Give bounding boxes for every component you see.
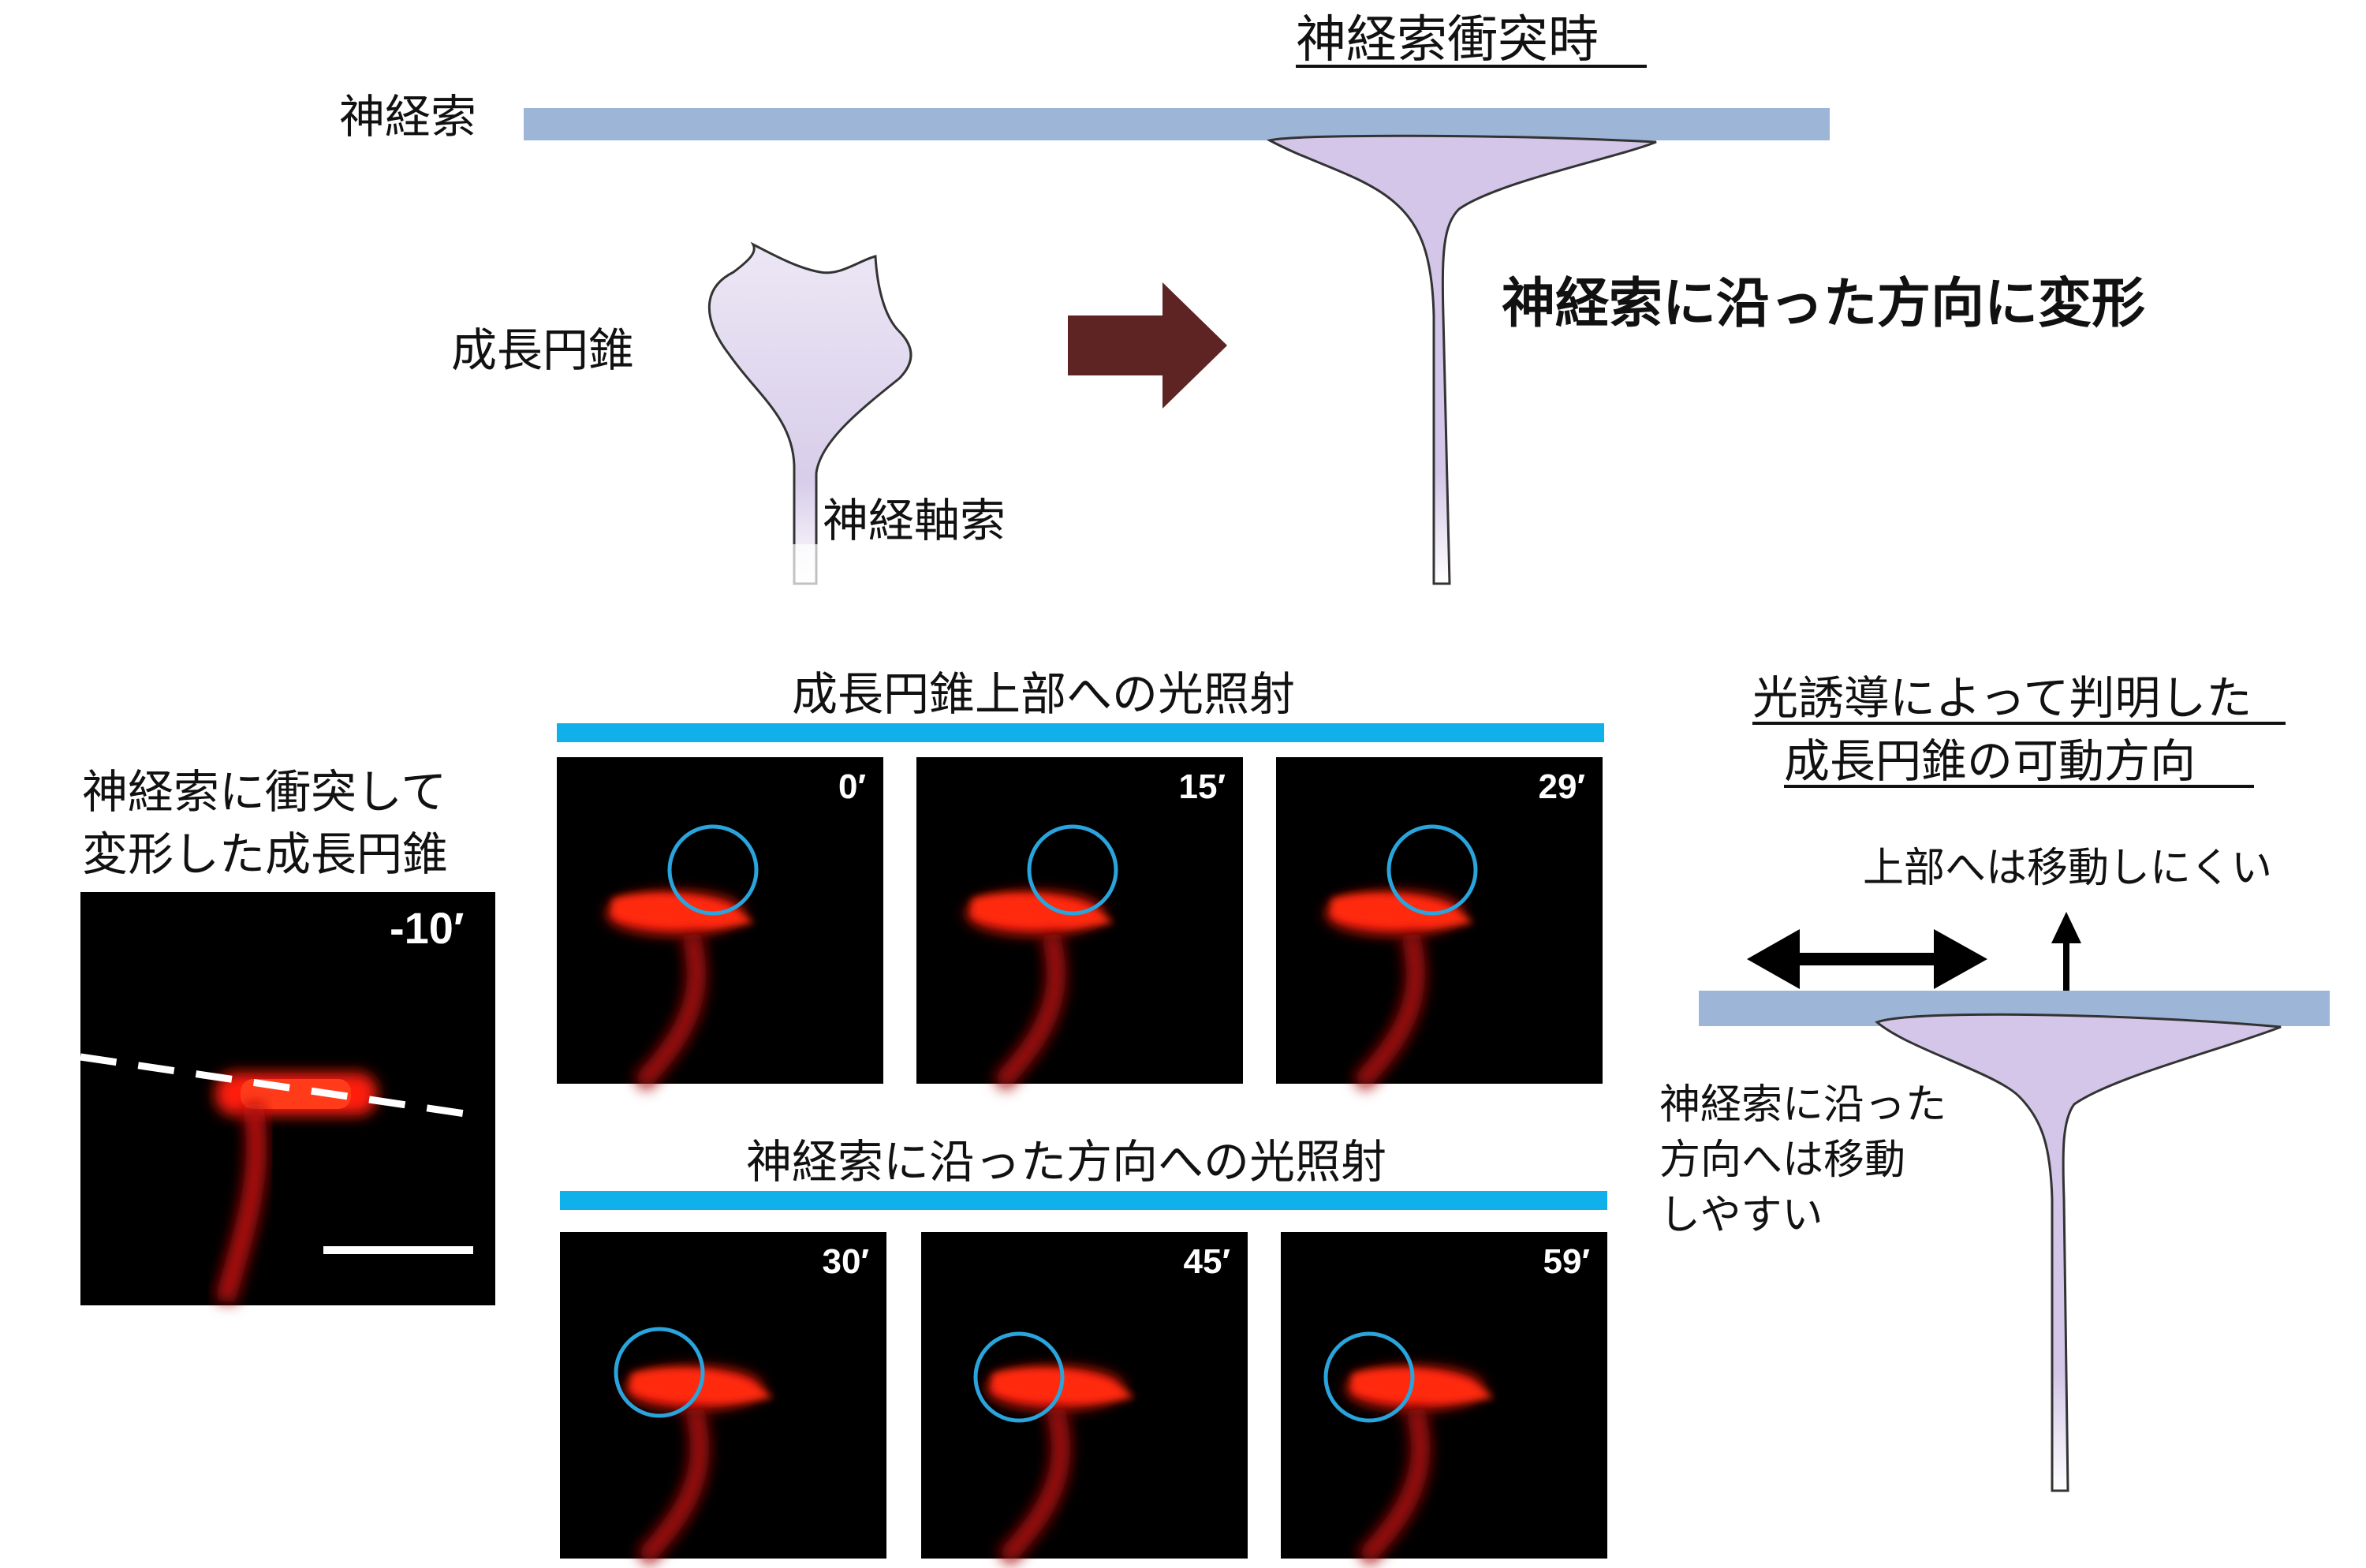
left-microscope-image: -10′ [80, 892, 495, 1305]
nerve-cord-label: 神経索 [339, 90, 476, 144]
growth-cone-label: 成長円錐 [451, 323, 634, 377]
upper-time-label: 0′ [838, 767, 866, 806]
up-arrow-icon [2051, 912, 2081, 992]
label-easy-along-line3: しやすい [1659, 1192, 1823, 1239]
deform-label: 神経索に沿った方向に変形 [1502, 273, 2145, 335]
axon-fade [792, 544, 819, 592]
label-easy-along-line1: 神経索に沿った [1659, 1081, 1946, 1129]
lower-panel-3: 59′ [1281, 1232, 1607, 1566]
right-title-line2: 成長円錐の可動方向 [1784, 734, 2196, 788]
lower-time-label: 45′ [1184, 1242, 1231, 1281]
upper-panel-1: 0′ [557, 757, 883, 1092]
label-easy-along-line2: 方向へは移動 [1659, 1137, 1905, 1184]
upper-panel-2: 15′ [916, 757, 1243, 1092]
lower-panel-2: 45′ [921, 1232, 1248, 1566]
lower-time-label: 59′ [1543, 1242, 1591, 1281]
upper-time-label: 15′ [1179, 767, 1226, 806]
upper-time-label: 29′ [1539, 767, 1586, 806]
lower-time-label: 30′ [823, 1242, 870, 1281]
growth-cone-shape [707, 241, 912, 585]
deformed-growth-cone [1266, 134, 1657, 585]
upper-cyan-bar [557, 723, 1604, 742]
lower-irradiation-title: 神経索に沿った方向への光照射 [746, 1135, 1386, 1189]
left-caption-line1: 神経索に衝突して [82, 765, 446, 819]
upper-irradiation-title: 成長円錐上部への光照射 [792, 667, 1295, 721]
right-arrow-icon [1068, 282, 1227, 409]
axon-label: 神経軸索 [823, 494, 1006, 547]
nerve-cord-bar [524, 108, 1830, 140]
lower-cyan-bar [560, 1191, 1607, 1210]
collision-title: 神経索衝突時 [1296, 11, 1599, 69]
left-caption-line2: 変形した成長円錐 [82, 827, 448, 881]
lower-panel-1: 30′ [560, 1232, 886, 1566]
upper-panel-3: 29′ [1276, 757, 1603, 1092]
left-time-label: -10′ [390, 903, 464, 953]
right-growth-cone [1875, 1013, 2282, 1492]
right-title-line1: 光誘導によって判明した [1752, 671, 2252, 725]
label-hard-to-move-up: 上部へは移動しにくい [1863, 845, 2272, 892]
double-arrow-icon [1747, 929, 1987, 989]
